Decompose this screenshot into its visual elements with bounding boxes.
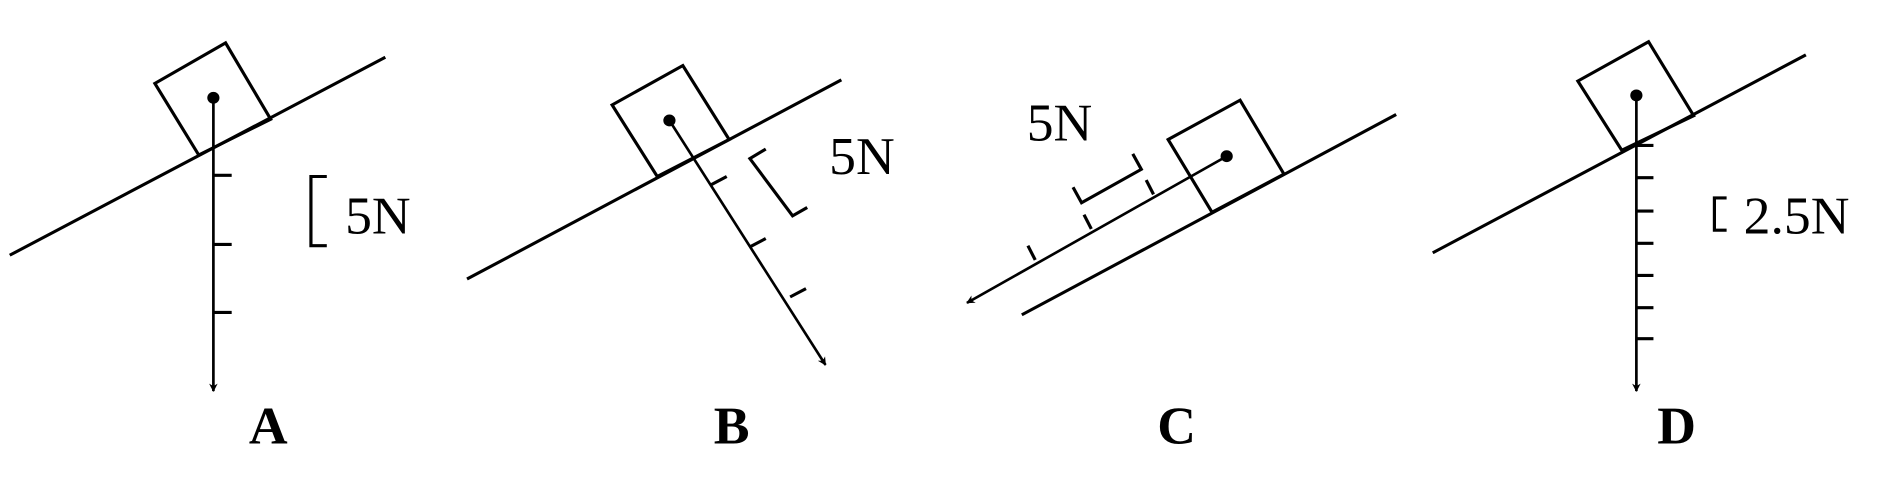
option-b-diagram: 5N B [466, 63, 895, 455]
scale-ticks [213, 173, 232, 314]
scale-ticks [1026, 179, 1155, 261]
scale-bracket [747, 147, 809, 218]
option-label: A [249, 398, 288, 455]
scale-ticks [710, 175, 807, 299]
force-arrow [966, 155, 1228, 305]
scale-label: 2.5N [1744, 188, 1850, 245]
scale-bracket [309, 174, 327, 248]
block [609, 63, 732, 179]
incline-surface [466, 78, 843, 281]
block [152, 40, 273, 158]
scale-bracket [1071, 153, 1144, 205]
scale-label: 5N [1027, 95, 1093, 152]
option-a-diagram: 5N A [9, 40, 411, 455]
option-c-diagram: 5N C [966, 95, 1397, 455]
incline-surface [1431, 53, 1807, 255]
scale-bracket [1712, 196, 1727, 232]
option-label: D [1657, 398, 1696, 455]
option-label: C [1157, 398, 1196, 455]
incline-surface [1021, 113, 1397, 317]
scale-label: 5N [345, 188, 411, 245]
option-d-diagram: 2.5N D [1431, 39, 1850, 455]
block [1575, 39, 1696, 153]
scale-ticks [1636, 143, 1654, 341]
incline-surface [9, 55, 387, 257]
option-label: B [714, 398, 750, 455]
block [1165, 98, 1287, 215]
force-arrow [668, 119, 827, 366]
scale-label: 5N [829, 129, 895, 186]
